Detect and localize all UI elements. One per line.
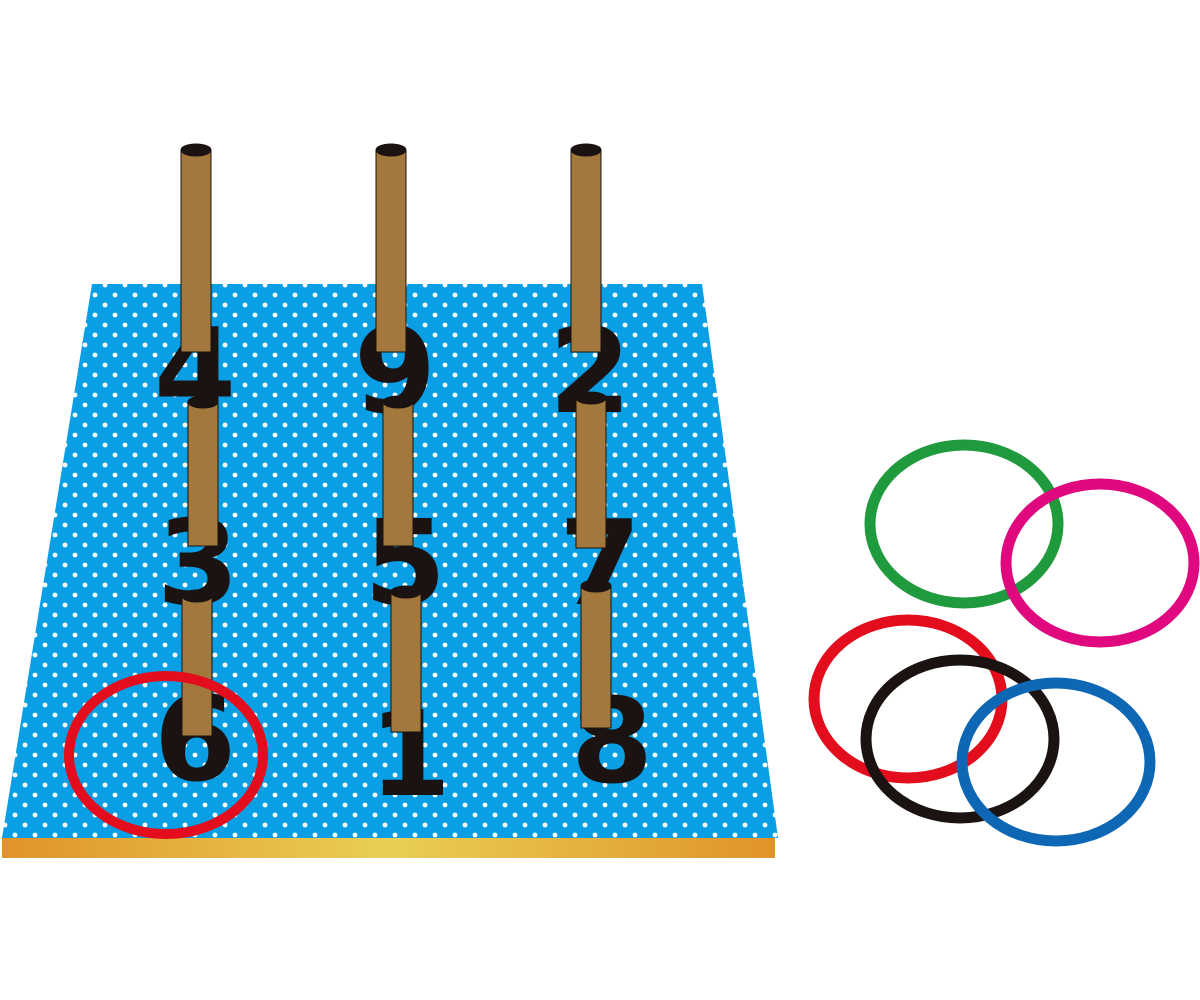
peg-8: [580, 579, 612, 729]
red-ring-on-peg: [64, 671, 268, 839]
black-ring: [860, 654, 1060, 824]
loose-rings: [808, 439, 1200, 847]
pegs: [180, 143, 612, 737]
peg-5: [382, 395, 414, 547]
peg-9: [375, 143, 407, 353]
peg-6: [181, 589, 213, 737]
board-base-edge: [2, 836, 775, 858]
green-ring: [864, 439, 1064, 609]
magenta-ring: [1000, 478, 1200, 648]
peg-1: [390, 585, 422, 733]
board-numbers: 4 9 2 3 5 7 6 1 8: [154, 302, 653, 823]
peg-2: [570, 143, 602, 353]
peg-3: [187, 395, 219, 547]
blue-ring: [956, 677, 1156, 847]
peg-4: [180, 143, 212, 353]
red-ring: [808, 614, 1008, 784]
peg-7: [575, 391, 607, 549]
